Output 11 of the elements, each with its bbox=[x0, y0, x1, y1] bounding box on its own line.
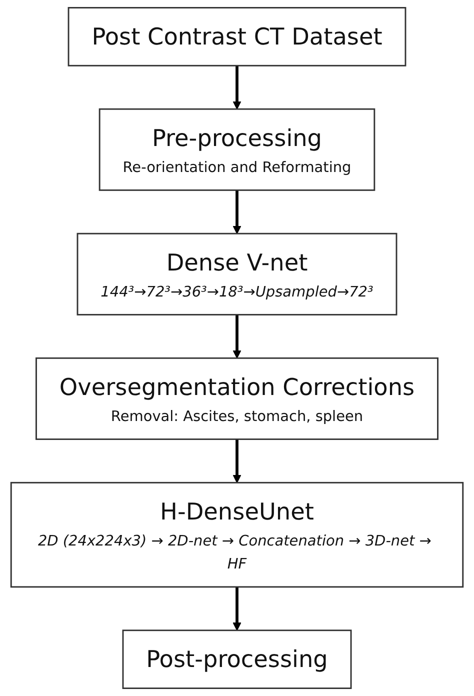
node-box: Oversegmentation Corrections Removal: Ascites, stomach, spleen bbox=[36, 357, 438, 440]
node-box: Pre-processing Re-orientation and Reformating bbox=[98, 108, 376, 191]
arrow bbox=[232, 439, 242, 484]
node-box: H-DenseUnet 2D (24x224x3) → 2D-net → Concatenation → 3D-net → HF bbox=[10, 482, 464, 588]
arrow bbox=[232, 190, 242, 234]
node-box: Post-processing bbox=[122, 630, 352, 689]
arrow bbox=[232, 586, 242, 631]
arrow bbox=[232, 66, 242, 110]
node-box: Post Contrast CT Dataset bbox=[68, 7, 406, 66]
node-box: Dense V-net 144³→72³→36³→18³→Upsampled→72³ bbox=[76, 232, 398, 316]
arrow bbox=[232, 314, 242, 359]
